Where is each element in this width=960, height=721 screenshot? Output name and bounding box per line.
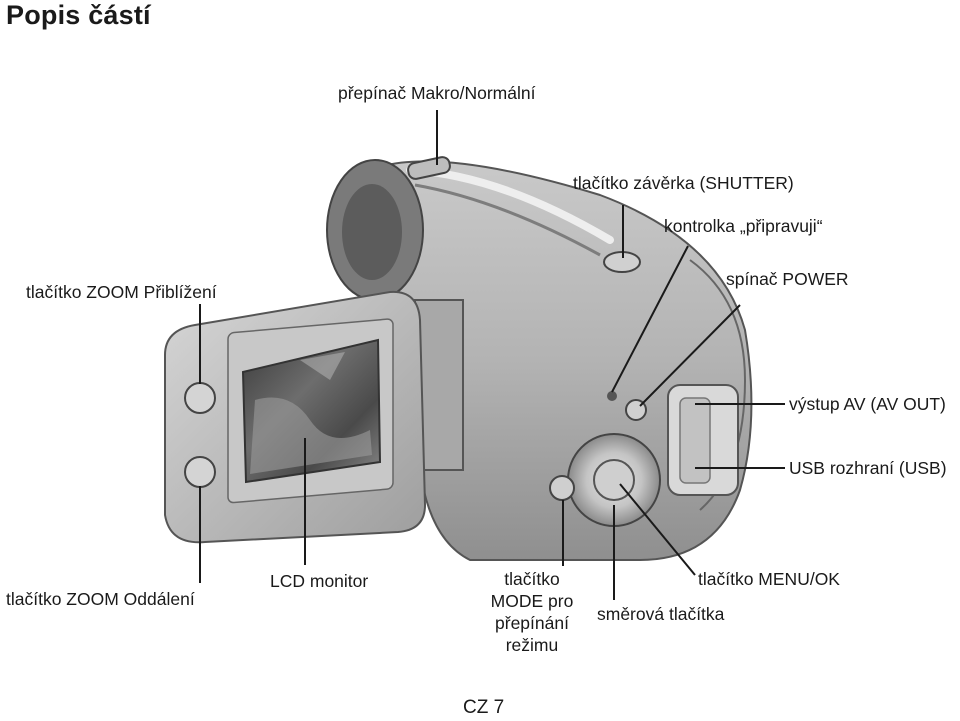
lcd-panel [164, 290, 427, 544]
label-makro: přepínač Makro/Normální [338, 83, 536, 103]
label-zoom-in: tlačítko ZOOM Přiblížení [26, 282, 217, 302]
label-direction: směrová tlačítka [597, 604, 725, 624]
label-shutter: tlačítko závěrka (SHUTTER) [573, 173, 794, 193]
leader-power [639, 304, 741, 407]
label-power: spínač POWER [726, 269, 849, 289]
label-mode-line-3: přepínání [495, 613, 569, 633]
leader-lines [199, 110, 785, 600]
page-title: Popis částí [6, 0, 151, 30]
label-usb: USB rozhraní (USB) [789, 458, 947, 478]
label-mode-line-2: MODE pro [490, 591, 574, 611]
leader-ready [611, 245, 689, 393]
label-mode-line-1: tlačítko [504, 569, 560, 589]
label-lcd: LCD monitor [270, 571, 369, 591]
label-mode: tlačítko MODE pro přepínání režimu [478, 568, 586, 656]
label-av-out: výstup AV (AV OUT) [789, 394, 946, 414]
label-zoom-out: tlačítko ZOOM Oddálení [6, 589, 195, 609]
label-ready-led: kontrolka „připravuji“ [664, 216, 823, 236]
page-footer: CZ 7 [463, 697, 505, 718]
leader-menu [619, 483, 696, 576]
label-mode-line-4: režimu [505, 635, 559, 655]
label-menu-ok: tlačítko MENU/OK [698, 569, 840, 589]
